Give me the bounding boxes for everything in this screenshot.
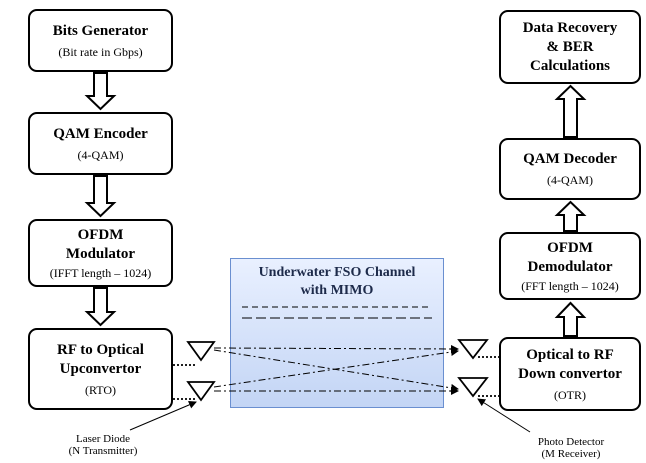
otr-sub: (OTR) — [554, 387, 586, 402]
rto-title1: RF to Optical — [57, 341, 144, 358]
photo-detector-icon-2 — [457, 377, 489, 398]
otr-block: Optical to RF Down convertor (OTR) — [499, 337, 641, 411]
qam-decoder-title: QAM Decoder — [523, 151, 617, 167]
arrow-bits-to-qam — [84, 72, 117, 111]
channel-title-line2: with MIMO — [300, 283, 374, 298]
ofdm-modulator-title2: Modulator — [65, 245, 136, 262]
rto-sub: (RTO) — [84, 382, 117, 397]
arrow-qam-to-ofdm — [84, 175, 117, 218]
arrow-qam-to-data — [554, 84, 587, 138]
arrow-ofdm-to-qam — [554, 200, 587, 232]
underwater-fso-channel: Underwater FSO Channel with MIMO — [230, 258, 444, 408]
rto-block: RF to Optical Upconvertor (RTO) — [28, 328, 173, 410]
ofdm-demodulator-block: OFDM Demodulator (FFT length – 1024) — [499, 232, 641, 300]
qam-decoder-block: QAM Decoder (4-QAM) — [499, 138, 641, 200]
photo-detector-icon-1 — [457, 339, 489, 360]
laser-caption-line2: (N Transmitter) — [68, 445, 138, 457]
ofdm-modulator-title1: OFDM — [77, 226, 124, 243]
photo-pointer-arrow — [477, 398, 531, 433]
data-recovery-block: Data Recovery & BER Calculations — [499, 10, 641, 84]
channel-title-line1: Underwater FSO Channel — [258, 265, 416, 280]
laser-diode-icon-1 — [186, 341, 216, 362]
arrow-ofdm-to-rto — [84, 287, 117, 327]
otr-title1: Optical to RF — [526, 346, 614, 363]
laser-pointer-arrow — [129, 401, 197, 431]
beam-bottom-top — [213, 348, 459, 388]
laser-caption-line1: Laser Diode — [75, 433, 131, 445]
ofdm-demodulator-sub: (FFT length – 1024) — [521, 278, 619, 293]
otr-title2: Down convertor — [518, 365, 622, 382]
arrow-otr-to-ofdm — [554, 301, 587, 337]
laser-diode-icon-2 — [186, 381, 216, 402]
data-recovery-title2: & BER — [546, 38, 594, 55]
qam-decoder-sub: (4-QAM) — [547, 173, 593, 187]
bits-generator-block: Bits Generator (Bit rate in Gbps) — [28, 9, 173, 72]
bits-generator-title: Bits Generator — [52, 22, 149, 39]
photo-caption-line2: (M Receiver) — [541, 448, 601, 460]
qam-encoder-title: QAM Encoder — [53, 125, 148, 142]
ofdm-modulator-sub: (IFFT length – 1024) — [49, 265, 152, 280]
qam-encoder-block: QAM Encoder (4-QAM) — [28, 112, 173, 175]
bits-generator-sub: (Bit rate in Gbps) — [58, 44, 143, 59]
data-recovery-title3: Calculations — [529, 57, 610, 74]
photo-detector-caption: Photo Detector (M Receiver) — [525, 436, 617, 460]
ofdm-modulator-block: OFDM Modulator (IFFT length – 1024) — [28, 219, 173, 287]
qam-encoder-sub: (4-QAM) — [77, 147, 124, 162]
data-recovery-title1: Data Recovery — [522, 19, 618, 36]
ofdm-demodulator-title2: Demodulator — [527, 258, 613, 275]
rto-title2: Upconvertor — [59, 360, 142, 377]
laser-diode-caption: Laser Diode (N Transmitter) — [58, 433, 148, 457]
ofdm-demodulator-title1: OFDM — [547, 239, 593, 256]
beam-top-top — [213, 344, 459, 353]
photo-caption-line1: Photo Detector — [537, 436, 605, 448]
